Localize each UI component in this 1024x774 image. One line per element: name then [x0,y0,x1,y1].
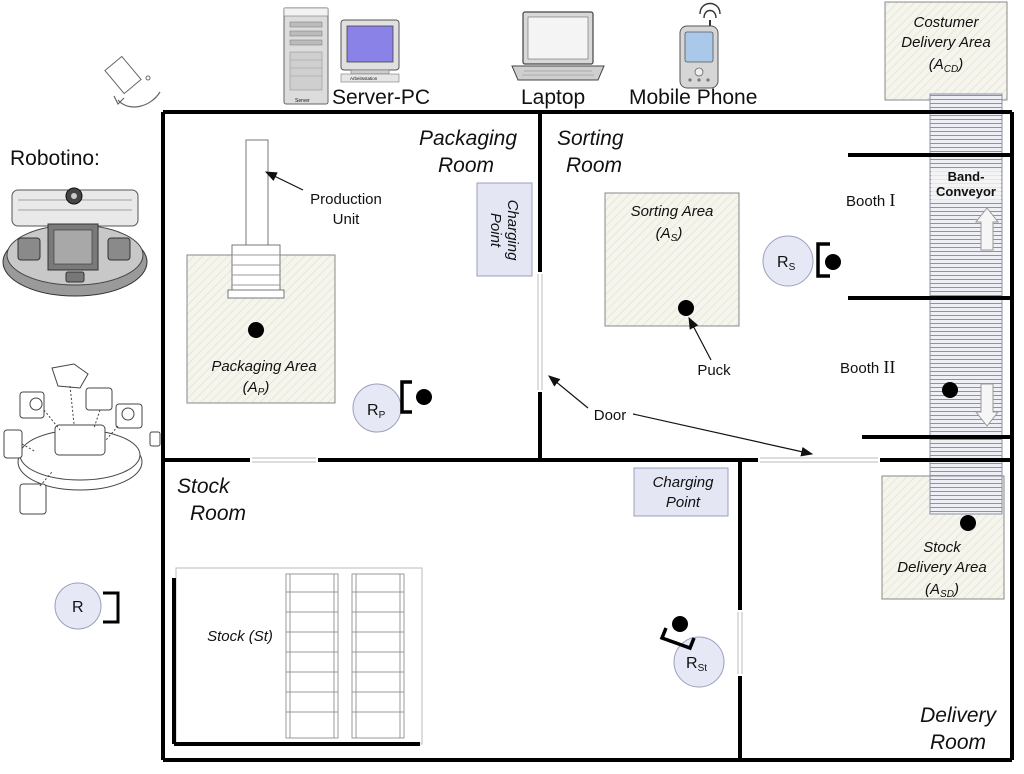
puck-held-packaging [416,389,432,405]
server-tag: Server [295,98,310,104]
gripper-bracket-icon [659,627,696,651]
mobile-phone-icon [679,2,721,89]
charging-point-stock: Charging Point [633,467,729,517]
robotino-title: Robotino: [10,147,100,170]
robotino-photo-icon [2,187,148,297]
packaging-room-label-line1: Packaging [419,127,517,150]
robot-sorting: RS [762,235,841,287]
robot-packaging-label: RP [367,402,386,421]
puck-packaging [248,322,264,338]
walls [161,110,1014,762]
sorting-area-line2: (AS) [656,225,683,244]
server-pc-device: Server Arbeitsstation Server-PC [283,7,430,109]
gripper-bracket-icon [400,380,412,414]
packaging-room-label-line2: Room [438,154,494,177]
legend-robot: R [54,582,120,630]
charging-point-packaging-line1: Charging [504,200,521,262]
rotation-sketch-icon [104,55,161,108]
customer-delivery-line3: (ACD) [929,56,963,75]
door-annotation: Door [548,375,814,457]
mobile-phone-label: Mobile Phone [629,86,757,109]
laptop-icon [511,11,605,81]
conveyor-label-line1: Band- [948,169,985,184]
workstation-monitor-icon: Arbeitsstation [340,19,400,83]
booth-one-label: Booth I [846,190,895,210]
conveyor-up-arrow-icon [974,207,1000,251]
robot-stock-label: RSt [686,655,707,674]
robot-stock: RSt [659,616,725,688]
conveyor-label-line2: Conveyor [936,184,996,199]
stock-delivery-area: Stock Delivery Area (ASD) [881,475,1005,600]
laptop-label: Laptop [521,86,585,109]
stock-label: Stock (St) [207,628,273,645]
band-conveyor: Band- Conveyor [929,93,1003,515]
sorting-room-label-line2: Room [566,154,622,177]
puck-booth-two [942,382,958,398]
server-pc-label: Server-PC [332,86,430,109]
production-unit: Production Unit [227,139,382,299]
customer-delivery-area: Costumer Delivery Area (ACD) [884,1,1008,101]
laptop-device: Laptop [511,11,605,109]
mobile-phone-device: Mobile Phone [629,2,757,109]
puck-label: Puck [697,362,731,379]
packaging-area-line2: (AP) [243,379,270,398]
robotino-exploded-sketch-icon [3,363,161,515]
puck-held-stock [672,616,688,632]
puck-held-sorting [825,254,841,270]
gripper-bracket-icon [816,242,830,278]
charging-point-packaging: Charging Point [476,182,533,277]
stock-shelves: Stock (St) [175,567,423,745]
door-label: Door [594,407,627,424]
stock-delivery-line1: Stock [923,539,962,556]
door-openings [252,274,878,674]
legend-robot-label: R [72,599,84,616]
packaging-area-line1: Packaging Area [211,358,316,375]
sorting-area: Sorting Area (AS) [604,192,740,327]
gripper-bracket-icon [103,591,120,624]
sorting-area-line1: Sorting Area [631,203,714,220]
puck-arrow [688,316,712,361]
stock-delivery-line2: Delivery Area [897,559,986,576]
charging-point-stock-line2: Point [666,494,701,511]
charging-point-stock-line1: Charging [653,474,715,491]
puck-sorting [678,300,694,316]
stock-delivery-line3: (ASD) [925,581,959,600]
delivery-room-label-line2: Room [930,731,986,754]
customer-delivery-line1: Costumer [913,14,979,31]
robot-sorting-label: RS [777,254,796,273]
puck-stock-delivery [960,515,976,531]
sorting-room-label-line1: Sorting [557,127,624,150]
production-unit-label-line2: Unit [333,211,361,228]
production-unit-label-line1: Production [310,191,382,208]
stock-room-label-line1: Stock [177,475,231,498]
booth-two-label: Booth II [840,357,895,377]
delivery-room-label-line1: Delivery [920,704,997,727]
robot-packaging: RP [352,380,432,433]
conveyor-down-arrow-icon [974,383,1000,427]
monitor-tag: Arbeitsstation [350,76,378,81]
stock-room-label-line2: Room [190,502,246,525]
customer-delivery-line2: Delivery Area [901,34,990,51]
server-tower-icon: Server [283,7,329,105]
charging-point-packaging-line2: Point [487,213,504,248]
